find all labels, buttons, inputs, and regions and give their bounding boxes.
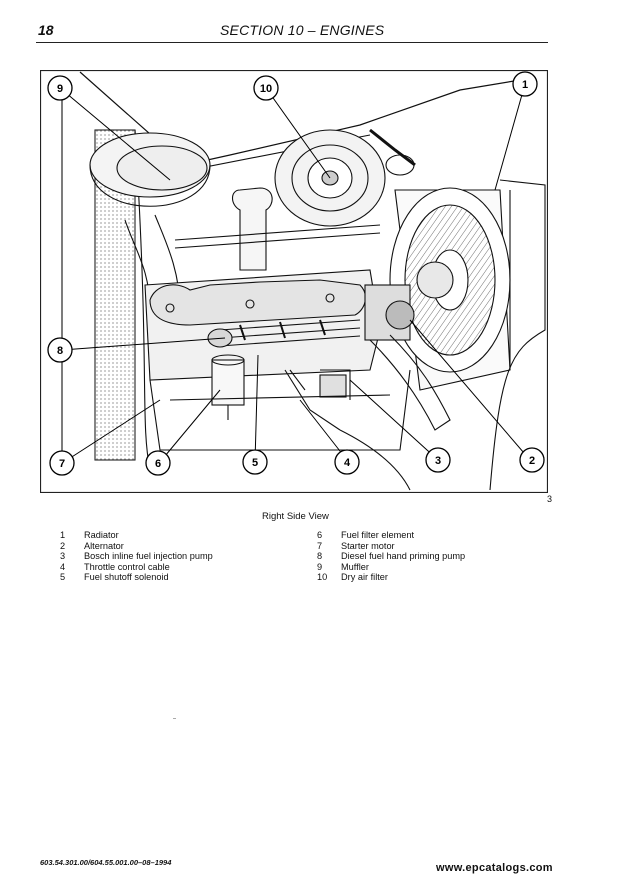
footer-reference: 603.54.301.00/604.55.001.00–08–1994	[40, 858, 172, 867]
svg-text:7: 7	[59, 458, 65, 470]
legend-label: Alternator	[84, 540, 124, 551]
engine-illustration	[61, 71, 546, 491]
watermark-link[interactable]: www.epcatalogs.com	[436, 862, 553, 874]
legend-label: Starter motor	[341, 540, 395, 551]
figure-caption: Right Side View	[262, 511, 329, 522]
callout-8: 8	[47, 337, 73, 363]
legend-number: 5	[60, 572, 66, 583]
legend-number: 7	[317, 540, 323, 551]
callout-6: 6	[145, 450, 171, 476]
legend-number: 1	[60, 530, 66, 540]
callout-4: 4	[334, 449, 360, 475]
scan-mark	[173, 718, 176, 719]
legend-label: Diesel fuel hand priming pump	[341, 551, 466, 562]
svg-text:5: 5	[252, 457, 258, 469]
legend-number: 4	[60, 561, 66, 572]
callout-10: 10	[253, 75, 279, 101]
figure-number: 3	[547, 494, 553, 504]
legend-number: 10	[317, 572, 328, 583]
legend-item: 5 Fuel shutoff solenoid	[60, 572, 213, 583]
legend-item: 9 Muffler	[317, 562, 465, 573]
legend-item: 7 Starter motor	[317, 541, 465, 552]
legend-item: 10 Dry air filter	[317, 572, 465, 583]
svg-text:9: 9	[57, 83, 63, 95]
legend-number: 8	[317, 551, 323, 562]
legend-item: 3 Bosch inline fuel injection pump	[60, 551, 213, 562]
legend-item: 8 Diesel fuel hand priming pump	[317, 551, 465, 562]
callout-3: 3	[425, 447, 451, 473]
legend-number: 9	[317, 561, 323, 572]
legend-item: 6 Fuel filter element	[317, 530, 465, 541]
engine-figure: 9 10 1 8 7 6 5 4 3 2	[40, 70, 548, 493]
legend-number: 2	[60, 540, 66, 551]
legend-right: 6 Fuel filter element 7 Starter motor 8 Die…	[317, 530, 465, 583]
legend-label: Muffler	[341, 561, 369, 572]
svg-text:8: 8	[57, 345, 63, 357]
svg-text:6: 6	[155, 458, 161, 470]
callout-7: 7	[49, 450, 75, 476]
svg-text:10: 10	[260, 83, 272, 95]
callout-9: 9	[47, 75, 73, 101]
svg-text:4: 4	[344, 457, 351, 469]
legend-label: Radiator	[84, 530, 119, 540]
header-rule	[36, 42, 548, 43]
legend-label: Fuel shutoff solenoid	[84, 572, 169, 583]
legend-item: 2 Alternator	[60, 541, 213, 552]
page-number: 18	[38, 22, 54, 38]
legend-label: Dry air filter	[341, 572, 388, 583]
section-title: SECTION 10 – ENGINES	[220, 22, 385, 38]
legend-number: 3	[60, 551, 66, 562]
svg-text:2: 2	[529, 455, 535, 467]
legend-label: Bosch inline fuel injection pump	[84, 551, 213, 562]
legend-label: Throttle control cable	[84, 561, 170, 572]
legend-left: 1 Radiator 2 Alternator 3 Bosch inline fuel…	[60, 530, 213, 583]
svg-text:1: 1	[522, 79, 528, 91]
leader-lines	[59, 83, 531, 463]
legend-item: 4 Throttle control cable	[60, 562, 213, 573]
legend-label: Fuel filter element	[341, 530, 415, 540]
callout-1: 1	[512, 71, 538, 97]
callout-5: 5	[242, 449, 268, 475]
svg-text:3: 3	[435, 455, 441, 467]
callout-circles: 9 10 1 8 7 6 5 4 3 2	[47, 71, 545, 476]
legend-item: 1 Radiator	[60, 530, 213, 541]
callout-2: 2	[519, 447, 545, 473]
legend-number: 6	[317, 530, 323, 540]
